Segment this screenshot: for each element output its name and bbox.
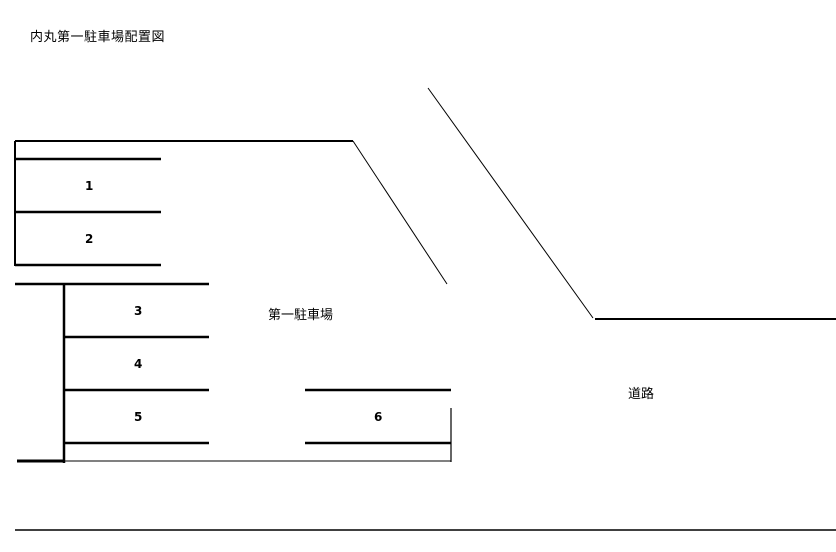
stall-number-4: 4 <box>134 357 143 371</box>
stall-number-6: 6 <box>374 410 383 424</box>
page-title: 内丸第一駐車場配置図 <box>30 30 166 45</box>
lot-boundary <box>14 140 452 463</box>
stall-number-3: 3 <box>134 304 143 318</box>
stall-number-1: 1 <box>85 179 94 193</box>
stall-number-5: 5 <box>134 410 143 424</box>
road-edges <box>15 87 836 531</box>
lot-label: 第一駐車場 <box>268 308 334 323</box>
stall-number-2: 2 <box>85 232 94 246</box>
road-label: 道路 <box>628 387 655 402</box>
stall-lines <box>15 157 451 445</box>
